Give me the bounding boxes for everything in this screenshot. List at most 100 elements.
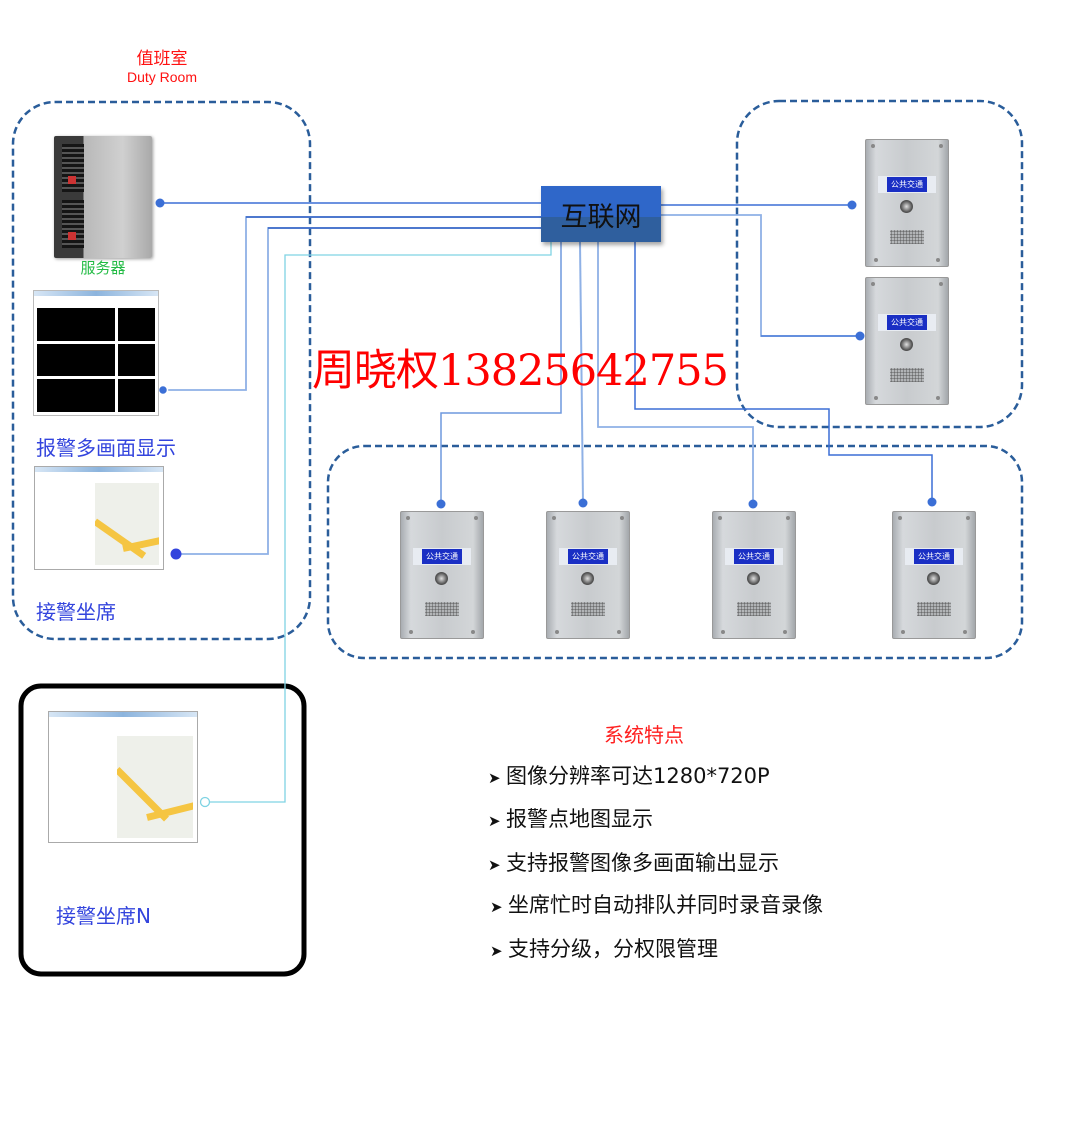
emergency-terminal: 公共交通 [712, 511, 796, 639]
call-button-icon [435, 572, 448, 585]
duty-room-title-cn: 值班室 [136, 49, 188, 69]
speaker-grille-icon [571, 602, 605, 616]
feature-item: ➤坐席忙时自动排队并同时录音录像 [490, 889, 823, 919]
feature-text: 坐席忙时自动排队并同时录音录像 [508, 893, 823, 917]
terminal-group-top-border [735, 99, 1024, 429]
screw [963, 630, 967, 634]
terminal-nameplate: 公共交通 [878, 314, 936, 331]
duty-room-group-border [11, 100, 312, 641]
speaker-grille-icon [917, 602, 951, 616]
video-cell [118, 308, 155, 341]
speaker-grille-icon [890, 230, 924, 244]
remote-console-port [199, 796, 211, 808]
wire-hub-terminal-bottom-4 [634, 242, 933, 502]
console-map-screenshot [34, 466, 164, 570]
emergency-terminal: 公共交通 [400, 511, 484, 639]
console-port-dot [170, 548, 182, 560]
video-cell [118, 379, 155, 412]
screw [555, 630, 559, 634]
bullet-arrow-icon: ➤ [488, 856, 501, 874]
server-label: 服务器 [80, 259, 126, 277]
bullet-arrow-icon: ➤ [488, 769, 501, 787]
video-cell [118, 343, 155, 377]
screw [552, 516, 556, 520]
server-port-dot [155, 198, 165, 208]
server-drive-bay [62, 144, 84, 192]
terminal-nameplate: 公共交通 [878, 176, 936, 193]
video-cell [37, 343, 115, 377]
screw [898, 516, 902, 520]
call-button-icon [927, 572, 940, 585]
screw [874, 396, 878, 400]
map-view [117, 736, 193, 838]
screw [936, 258, 940, 262]
remote-console-map-screenshot [48, 711, 198, 843]
emergency-terminal: 公共交通 [865, 277, 949, 405]
multi-display-port-dot [157, 384, 169, 396]
screw [406, 516, 410, 520]
call-button-icon [900, 338, 913, 351]
terminal-bottom-4-port-dot [927, 497, 937, 507]
feature-text: 支持报警图像多画面输出显示 [506, 851, 779, 875]
remote-console-label: 接警坐席N [56, 904, 151, 928]
screw [936, 396, 940, 400]
screw [874, 258, 878, 262]
terminal-bottom-1-port-dot [436, 499, 446, 509]
feature-text: 支持分级，分权限管理 [508, 937, 718, 961]
bullet-arrow-icon: ➤ [490, 942, 503, 960]
terminal-nameplate: 公共交通 [905, 548, 963, 565]
terminal-group-bottom-border [326, 444, 1024, 660]
call-button-icon [900, 200, 913, 213]
emergency-terminal: 公共交通 [546, 511, 630, 639]
screw [409, 630, 413, 634]
screw [620, 516, 624, 520]
screw [939, 144, 943, 148]
window-titlebar [34, 291, 158, 296]
multi-display-label: 报警多画面显示 [36, 436, 176, 460]
emergency-terminal: 公共交通 [892, 511, 976, 639]
feature-item: ➤ 支持分级，分权限管理 [490, 933, 718, 963]
terminal-plate-text: 公共交通 [887, 177, 927, 192]
screw [871, 282, 875, 286]
wire-hub-terminal-bottom-2 [579, 241, 584, 504]
call-button-icon [581, 572, 594, 585]
server-led [68, 232, 76, 240]
speaker-grille-icon [737, 602, 771, 616]
terminal-plate-text: 公共交通 [422, 549, 462, 564]
features-title: 系统特点 [604, 723, 684, 747]
call-button-icon [747, 572, 760, 585]
video-cell [37, 379, 115, 412]
remote-console-group-border [18, 683, 307, 977]
terminal-nameplate: 公共交通 [725, 548, 783, 565]
duty-room-title-en: Duty Room [126, 69, 198, 85]
terminal-bottom-3-port-dot [748, 499, 758, 509]
video-cell [37, 308, 115, 341]
screw [871, 144, 875, 148]
video-grid [37, 308, 155, 412]
speaker-grille-icon [890, 368, 924, 382]
terminal-plate-text: 公共交通 [734, 549, 774, 564]
terminal-plate-text: 公共交通 [887, 315, 927, 330]
wire-hub-terminal-bottom-1 [440, 242, 562, 503]
internet-hub: 互联网 [541, 186, 661, 242]
screw [966, 516, 970, 520]
terminal-top-2-port-dot [855, 331, 865, 341]
wire-remote-console-hub [207, 241, 552, 803]
speaker-grille-icon [425, 602, 459, 616]
screw [901, 630, 905, 634]
feature-item: ➤ 支持报警图像多画面输出显示 [488, 847, 779, 877]
console-label: 接警坐席 [36, 600, 116, 624]
feature-item: ➤图像分辨率可达1280*720P [488, 760, 770, 790]
terminal-nameplate: 公共交通 [413, 548, 471, 565]
screw [783, 630, 787, 634]
wire-hub-terminal-top-2 [661, 214, 860, 337]
terminal-top-1-port-dot [847, 200, 857, 210]
screw [474, 516, 478, 520]
bullet-arrow-icon: ➤ [488, 812, 501, 830]
server-led [68, 176, 76, 184]
screw [786, 516, 790, 520]
server-drive-bay [62, 200, 84, 248]
map-view [95, 483, 159, 565]
window-titlebar [35, 467, 163, 472]
